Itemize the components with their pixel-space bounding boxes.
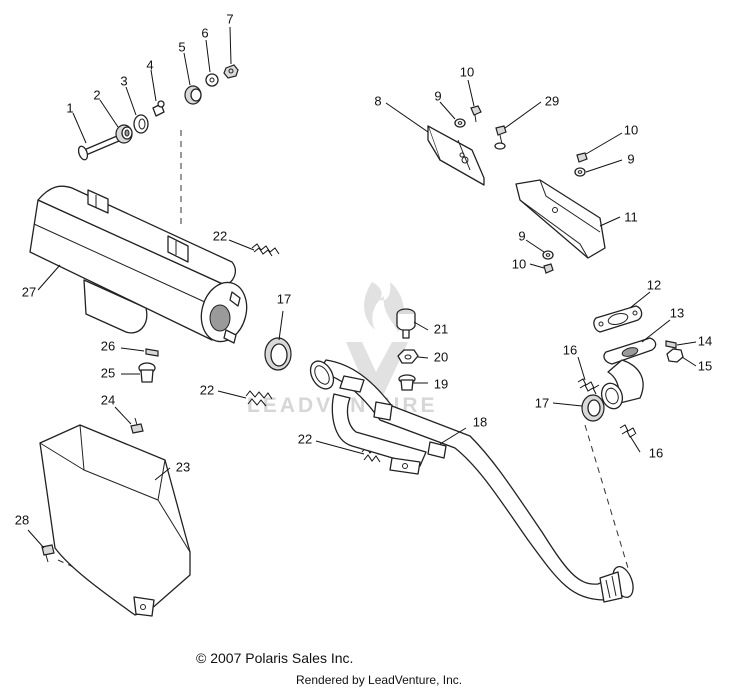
callout-10a: 10 bbox=[460, 65, 474, 80]
callout-1: 1 bbox=[66, 101, 73, 116]
part-17-gasket-right bbox=[581, 394, 605, 422]
callout-25: 25 bbox=[101, 366, 115, 381]
callout-24: 24 bbox=[101, 393, 115, 408]
copyright-notice: © 2007 Polaris Sales Inc. bbox=[196, 650, 354, 666]
part-9-washer-b bbox=[574, 167, 586, 177]
part-7-nut bbox=[223, 64, 239, 79]
part-9-washer-c bbox=[542, 250, 554, 260]
part-16-spring-lower bbox=[619, 424, 637, 438]
callout-17a: 17 bbox=[277, 292, 291, 307]
callout-9b: 9 bbox=[627, 152, 634, 167]
callout-10b: 10 bbox=[624, 123, 638, 138]
callout-16a: 16 bbox=[563, 343, 577, 358]
callout-26: 26 bbox=[101, 339, 115, 354]
callout-28: 28 bbox=[15, 513, 29, 528]
part-29-bolt bbox=[494, 125, 507, 150]
callout-9c: 9 bbox=[518, 229, 525, 244]
callout-4: 4 bbox=[146, 58, 153, 73]
alignment-line-pipe bbox=[584, 424, 629, 569]
part-10-screw-a bbox=[470, 105, 482, 123]
callout-9a: 9 bbox=[434, 89, 441, 104]
callout-23: 23 bbox=[176, 460, 190, 475]
callout-29: 29 bbox=[545, 94, 559, 109]
part-11-bracket bbox=[515, 179, 606, 259]
callout-21: 21 bbox=[434, 322, 448, 337]
part-19-bolt bbox=[398, 374, 416, 391]
part-22-spring-upper bbox=[251, 243, 280, 257]
part-22-spring-middle bbox=[245, 390, 273, 407]
part-28-screw bbox=[41, 544, 55, 563]
callout-19: 19 bbox=[434, 377, 448, 392]
callout-20: 20 bbox=[434, 350, 448, 365]
callout-15: 15 bbox=[698, 359, 712, 374]
part-8-bracket bbox=[427, 125, 485, 186]
part-16-spring-upper bbox=[577, 378, 600, 395]
callout-22c: 22 bbox=[298, 432, 312, 447]
callout-7: 7 bbox=[226, 12, 233, 27]
part-12-gasket bbox=[593, 305, 643, 333]
part-18-head-pipe bbox=[309, 359, 634, 603]
callout-2: 2 bbox=[93, 88, 100, 103]
part-21-bumper bbox=[396, 308, 416, 339]
part-13-flange bbox=[600, 337, 657, 410]
part-20-nut bbox=[397, 349, 419, 364]
callout-13: 13 bbox=[670, 306, 684, 321]
part-26-clip bbox=[145, 348, 159, 357]
part-10-screw-b bbox=[576, 152, 588, 163]
part-15-nut bbox=[666, 348, 684, 363]
callout-labels: 1 2 3 4 5 6 7 8 9 10 29 10 9 11 9 10 12 … bbox=[15, 12, 712, 528]
leader-lines bbox=[27, 26, 697, 549]
part-24-screw bbox=[130, 417, 144, 434]
callout-17b: 17 bbox=[535, 396, 549, 411]
callout-10c: 10 bbox=[512, 257, 526, 272]
part-9-washer-a bbox=[454, 118, 466, 128]
part-5-grommet bbox=[184, 85, 202, 105]
callout-14: 14 bbox=[698, 334, 712, 349]
callout-27: 27 bbox=[22, 285, 36, 300]
part-25-bolt bbox=[138, 362, 156, 383]
part-27-muffler bbox=[29, 185, 248, 344]
callout-6: 6 bbox=[201, 26, 208, 41]
part-14-stud bbox=[665, 340, 677, 349]
callout-22b: 22 bbox=[200, 383, 214, 398]
callout-8: 8 bbox=[374, 94, 381, 109]
part-10-screw-c bbox=[543, 263, 554, 274]
part-3-washer bbox=[133, 114, 149, 134]
part-1-bolt bbox=[77, 135, 120, 161]
callout-18: 18 bbox=[473, 415, 487, 430]
part-23-heat-shield bbox=[39, 424, 191, 617]
part-4-sleeve bbox=[152, 100, 165, 117]
callout-11: 11 bbox=[624, 210, 638, 225]
part-6-washer bbox=[205, 73, 219, 87]
callout-3: 3 bbox=[120, 74, 127, 89]
callout-16b: 16 bbox=[649, 446, 663, 461]
callout-5: 5 bbox=[178, 40, 185, 55]
rendered-by-notice: Rendered by LeadVenture, Inc. bbox=[296, 673, 463, 687]
callout-12: 12 bbox=[647, 278, 661, 293]
callout-22a: 22 bbox=[213, 229, 227, 244]
part-2-bushing bbox=[115, 124, 133, 144]
part-17-gasket-left bbox=[264, 337, 292, 371]
